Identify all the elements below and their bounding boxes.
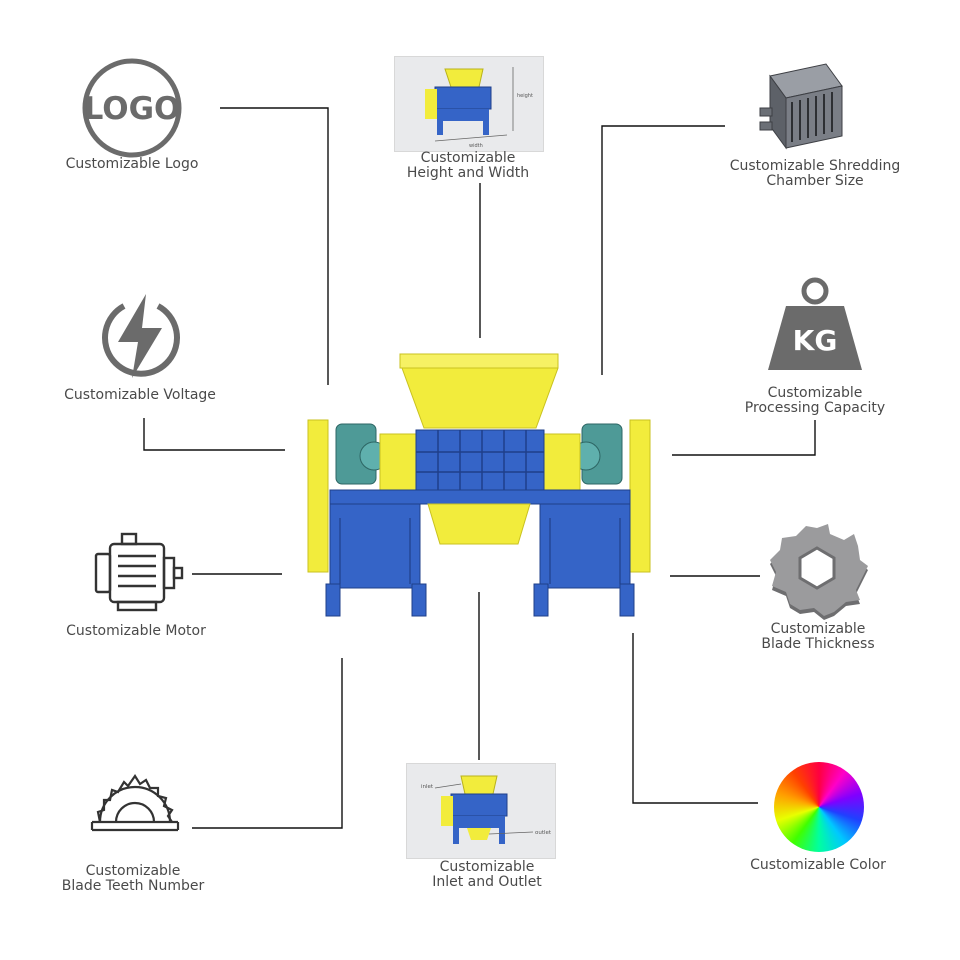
height-width-photo: height width xyxy=(394,56,544,152)
chamber-label: Customizable Shredding Chamber Size xyxy=(729,158,901,189)
logo-badge-icon: LOGO xyxy=(82,58,182,158)
inlet-outlet-label: Customizable Inlet and Outlet xyxy=(432,859,542,890)
motor-label: Customizable Motor xyxy=(66,623,206,639)
saw-blade-icon xyxy=(90,774,180,832)
connector-logo xyxy=(220,107,329,385)
shredder-blade-icon xyxy=(770,524,868,620)
connector-color xyxy=(632,633,758,804)
connector-chamber xyxy=(601,125,725,375)
shredding-chamber-icon xyxy=(759,63,843,150)
logo-label: Customizable Logo xyxy=(65,156,199,172)
electric-motor-icon xyxy=(94,532,184,612)
voltage-label: Customizable Voltage xyxy=(64,387,216,403)
dim-width-text: width xyxy=(469,143,483,149)
kg-weight-text: KG xyxy=(793,324,838,357)
height-width-label: Customizable Height and Width xyxy=(406,150,530,181)
shredder-machine xyxy=(307,353,651,617)
tag-outlet-text: outlet xyxy=(535,830,552,836)
lightning-bolt-icon xyxy=(102,294,180,378)
logo-badge-text: LOGO xyxy=(84,91,181,127)
tag-inlet-text: inlet xyxy=(421,784,434,790)
inlet-outlet-photo: inlet outlet xyxy=(406,763,556,859)
dim-height-text: height xyxy=(517,93,533,99)
color-label: Customizable Color xyxy=(750,857,886,873)
kg-weight-icon: KG xyxy=(768,277,862,370)
capacity-label: Customizable Processing Capacity xyxy=(744,385,886,416)
connector-blade-teeth xyxy=(192,658,343,829)
connector-voltage xyxy=(143,418,285,451)
blade-thickness-label: Customizable Blade Thickness xyxy=(761,621,875,652)
color-wheel-icon xyxy=(774,762,864,852)
connector-capacity xyxy=(672,420,816,456)
blade-teeth-label: Customizable Blade Teeth Number xyxy=(61,863,205,894)
